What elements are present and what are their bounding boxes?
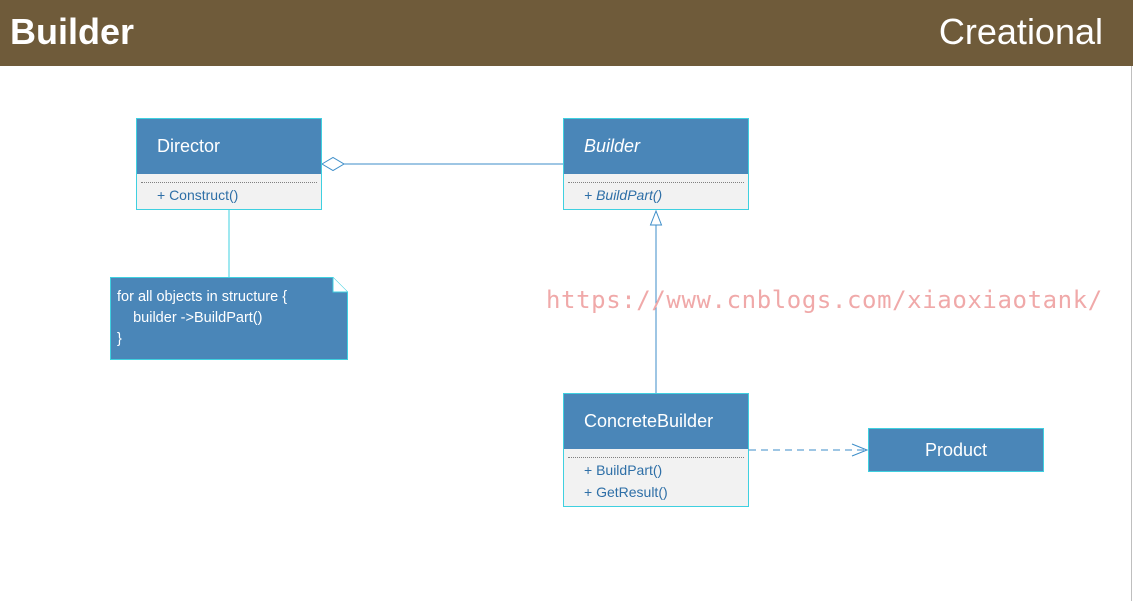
class-separator xyxy=(568,182,744,183)
note-line-1: for all objects in structure { xyxy=(117,289,288,305)
class-director-name: Director xyxy=(137,119,321,174)
class-separator xyxy=(568,457,744,458)
class-separator xyxy=(141,182,317,183)
note-construct: for all objects in structure { builder -… xyxy=(110,277,348,360)
pattern-title: Builder xyxy=(10,11,135,52)
operation-getresult: + GetResult() xyxy=(584,484,668,500)
header-bar: Builder Creational xyxy=(0,0,1133,66)
note-shape xyxy=(110,277,348,360)
class-builder-operations: + BuildPart() xyxy=(564,174,748,206)
class-product: Product xyxy=(868,428,1044,472)
operation-construct: + Construct() xyxy=(157,187,239,203)
class-concrete-builder-operations: + BuildPart() + GetResult() xyxy=(564,449,748,503)
dependency-arrowhead xyxy=(851,443,869,457)
generalization-arrowhead xyxy=(649,209,663,226)
pattern-category: Creational xyxy=(938,11,1103,52)
class-builder-name: Builder xyxy=(564,119,748,174)
class-director: Director + Construct() xyxy=(136,118,322,210)
class-builder: Builder + BuildPart() xyxy=(563,118,749,210)
watermark-text: https://www.cnblogs.com/xiaoxiaotank/ xyxy=(546,286,1103,314)
aggregation-diamond xyxy=(321,156,345,172)
operation-buildpart-abstract: + BuildPart() xyxy=(584,187,663,203)
class-director-operations: + Construct() xyxy=(137,174,321,206)
class-concrete-builder: ConcreteBuilder + BuildPart() + GetResul… xyxy=(563,393,749,507)
operation-buildpart: + BuildPart() xyxy=(584,462,663,478)
note-line-2: builder ->BuildPart() xyxy=(117,310,263,326)
note-line-3: } xyxy=(117,331,122,347)
page-right-edge xyxy=(1131,66,1132,601)
class-concrete-builder-name: ConcreteBuilder xyxy=(564,394,748,449)
